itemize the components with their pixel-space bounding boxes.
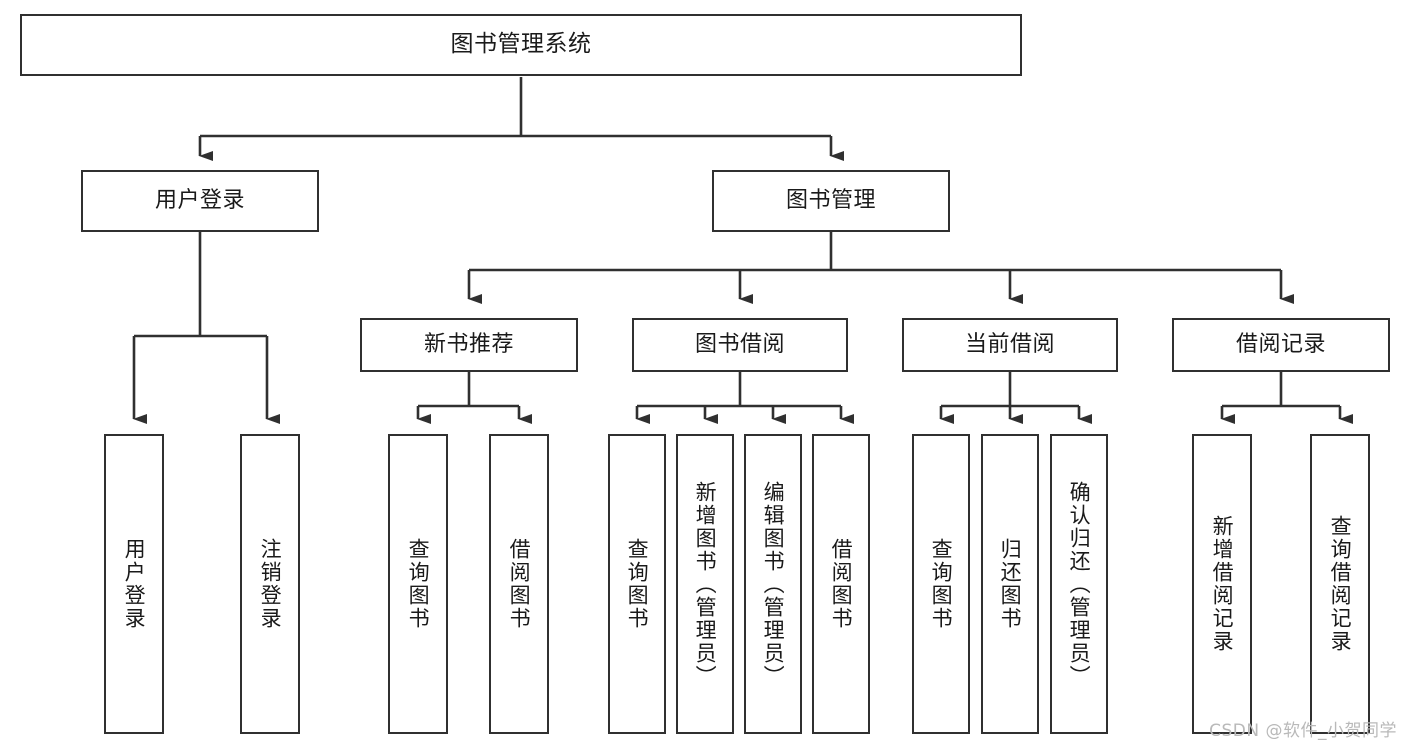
node-label: 图书借阅 (694, 331, 785, 357)
leaf-newbook-query-book[interactable]: 查询图书 (388, 434, 448, 734)
leaf-user-login[interactable]: 用户登录 (104, 434, 164, 734)
node-label: 确认归还（管理员） (1067, 480, 1092, 688)
node-label: 新增图书（管理员） (693, 480, 718, 688)
node-new-book-recommend[interactable]: 新书推荐 (360, 318, 578, 372)
node-label: 用户登录 (154, 187, 245, 213)
node-root-book-management-system[interactable]: 图书管理系统 (20, 14, 1022, 76)
node-label: 查询借阅记录 (1328, 515, 1353, 653)
node-label: 新书推荐 (423, 331, 514, 357)
node-label: 编辑图书（管理员） (761, 480, 786, 688)
node-label: 注销登录 (258, 538, 283, 630)
node-label: 用户登录 (122, 538, 147, 630)
leaf-record-add-record[interactable]: 新增借阅记录 (1192, 434, 1252, 734)
leaf-newbook-borrow-book[interactable]: 借阅图书 (489, 434, 549, 734)
node-borrow-record[interactable]: 借阅记录 (1172, 318, 1390, 372)
csdn-watermark: CSDN @软件_小贺同学 (1209, 721, 1397, 741)
node-label: 借阅图书 (507, 538, 532, 630)
node-label: 图书管理 (785, 187, 876, 213)
leaf-borrow-add-book-admin[interactable]: 新增图书（管理员） (676, 434, 734, 734)
node-label: 新增借阅记录 (1210, 515, 1235, 653)
leaf-record-query-record[interactable]: 查询借阅记录 (1310, 434, 1370, 734)
leaf-current-confirm-return-admin[interactable]: 确认归还（管理员） (1050, 434, 1108, 734)
node-label: 借阅记录 (1235, 331, 1326, 357)
leaf-borrow-query-book[interactable]: 查询图书 (608, 434, 666, 734)
leaf-borrow-borrow-book[interactable]: 借阅图书 (812, 434, 870, 734)
leaf-current-return-book[interactable]: 归还图书 (981, 434, 1039, 734)
node-label: 归还图书 (998, 538, 1023, 630)
node-book-management[interactable]: 图书管理 (712, 170, 950, 232)
node-label: 借阅图书 (829, 538, 854, 630)
node-label: 查询图书 (625, 538, 650, 630)
node-user-login[interactable]: 用户登录 (81, 170, 319, 232)
leaf-borrow-edit-book-admin[interactable]: 编辑图书（管理员） (744, 434, 802, 734)
node-book-borrow[interactable]: 图书借阅 (632, 318, 848, 372)
node-current-borrow[interactable]: 当前借阅 (902, 318, 1118, 372)
node-label: 查询图书 (406, 538, 431, 630)
node-label: 当前借阅 (964, 331, 1055, 357)
node-label: 图书管理系统 (450, 31, 592, 58)
node-label: 查询图书 (929, 538, 954, 630)
leaf-logout[interactable]: 注销登录 (240, 434, 300, 734)
leaf-current-query-book[interactable]: 查询图书 (912, 434, 970, 734)
